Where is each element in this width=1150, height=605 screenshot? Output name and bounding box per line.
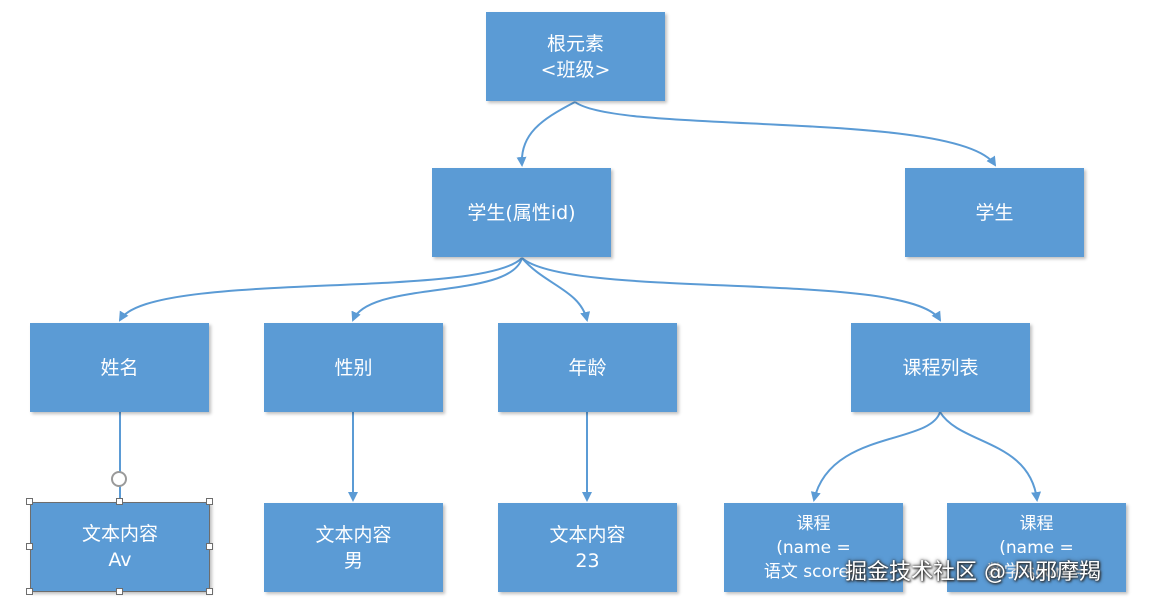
student-node-with-id[interactable]: 学生(属性id) (432, 168, 611, 257)
root-node[interactable]: 根元素 <班级> (486, 12, 665, 101)
gender-node-label: 性别 (334, 356, 373, 379)
age-node-label: 年龄 (568, 356, 607, 379)
gender-text-node-value: 男 (343, 549, 363, 572)
name-text-node-value: Av (108, 549, 132, 571)
course-node-chinese-attr: (name = (776, 537, 851, 558)
watermark: 掘金技术社区 @ 风邪摩羯 (845, 560, 1101, 585)
name-text-node-title: 文本内容 (81, 523, 158, 545)
name-text-node[interactable]: 文本内容 Av (30, 502, 210, 592)
resize-handle-middle-right[interactable] (206, 543, 213, 550)
course-node-chinese-detail: 语文 score= (763, 561, 864, 582)
resize-handle-bottom-left[interactable] (26, 588, 33, 595)
course-node-math-title: 课程 (1019, 513, 1054, 534)
edge-student1-age (521, 257, 591, 322)
course-node-math-attr: (name = (999, 537, 1074, 558)
student-node-with-id-label: 学生(属性id) (467, 201, 576, 224)
gender-node[interactable]: 性别 (264, 323, 443, 412)
resize-handle-top-right[interactable] (206, 498, 213, 505)
resize-handle-middle-left[interactable] (26, 543, 33, 550)
root-node-subtitle: <班级> (540, 58, 611, 81)
edge-root-student2 (574, 101, 997, 167)
resize-handle-bottom-right[interactable] (206, 588, 213, 595)
edge-courselist-course1 (810, 411, 941, 502)
age-text-node-value: 23 (575, 549, 600, 572)
gender-text-node[interactable]: 文本内容 男 (264, 503, 443, 592)
name-node-label: 姓名 (100, 356, 139, 379)
age-node[interactable]: 年龄 (498, 323, 677, 412)
edge-student1-courselist (521, 257, 942, 322)
resize-handle-top-middle[interactable] (116, 498, 123, 505)
edge-courselist-course2 (939, 411, 1042, 502)
edge-student1-name (118, 257, 523, 322)
student-node[interactable]: 学生 (905, 168, 1084, 257)
course-node-math[interactable]: 课程 (name = 数学 score= (947, 503, 1126, 592)
course-list-node-label: 课程列表 (902, 356, 979, 379)
course-node-math-detail: 数学 score= (986, 561, 1087, 582)
rotate-handle-icon[interactable] (111, 471, 127, 487)
resize-handle-top-left[interactable] (26, 498, 33, 505)
age-text-node-title: 文本内容 (549, 523, 626, 546)
age-text-node[interactable]: 文本内容 23 (498, 503, 677, 592)
edge-root-student1 (516, 101, 576, 167)
course-node-chinese[interactable]: 课程 (name = 语文 score= (724, 503, 903, 592)
student-node-label: 学生 (975, 201, 1014, 224)
course-list-node[interactable]: 课程列表 (851, 323, 1030, 412)
name-node[interactable]: 姓名 (30, 323, 209, 412)
course-node-chinese-title: 课程 (796, 513, 831, 534)
gender-text-node-title: 文本内容 (315, 523, 392, 546)
resize-handle-bottom-middle[interactable] (116, 588, 123, 595)
root-node-title: 根元素 (546, 32, 604, 55)
edge-student1-gender (351, 257, 523, 322)
